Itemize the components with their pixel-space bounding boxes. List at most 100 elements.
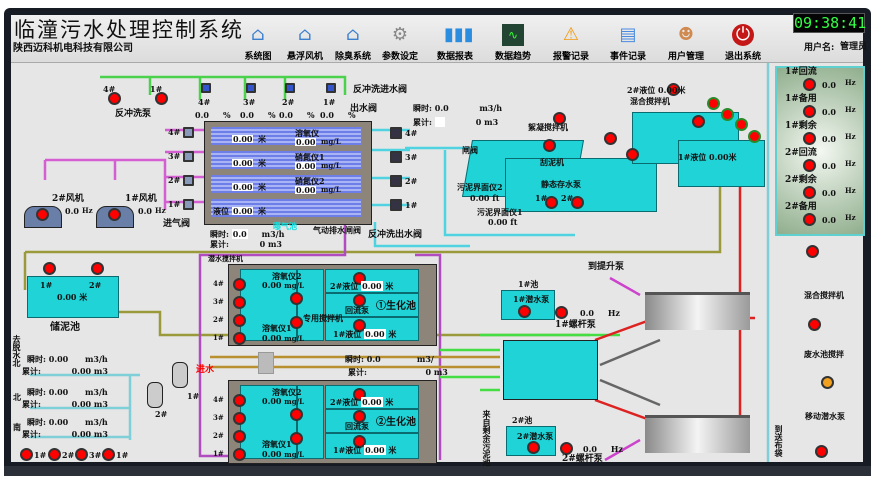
submersible-mixer[interactable] xyxy=(233,332,246,345)
toolbar-system-diagram[interactable]: ⌂系统图 xyxy=(233,24,283,62)
backwash-valve-icon[interactable] xyxy=(285,83,295,93)
backwash-valve-icon[interactable] xyxy=(246,83,256,93)
storage-mixer-2[interactable] xyxy=(91,262,104,275)
submersible-mixer[interactable] xyxy=(233,296,246,309)
value: 0.0 xyxy=(583,444,597,454)
trend-monitor-icon: ∿ xyxy=(502,24,524,46)
out-valve-icon[interactable] xyxy=(390,199,402,211)
pump-motor[interactable] xyxy=(353,435,366,448)
blower-motor[interactable] xyxy=(36,208,49,221)
blower-unit: Hz xyxy=(82,206,93,215)
toolbar-params[interactable]: ⚙参数设定 xyxy=(375,24,425,62)
sludge-storage-tank xyxy=(27,276,119,318)
backwash-pump-4[interactable] xyxy=(108,92,121,105)
toolbar-users[interactable]: ☻用户管理 xyxy=(661,24,711,62)
blower-motor[interactable] xyxy=(803,213,816,226)
toolbar-label: 事件记录 xyxy=(609,52,646,62)
pump-motor[interactable] xyxy=(290,316,303,329)
screw-pump-1[interactable] xyxy=(555,306,568,319)
submersible-mixer[interactable] xyxy=(233,394,246,407)
out-valve-icon[interactable] xyxy=(390,175,402,187)
backwash-pump-1[interactable] xyxy=(155,92,168,105)
dewater-pump[interactable] xyxy=(48,448,61,461)
valve-unit: % xyxy=(268,110,276,120)
air-valve-num: 4# xyxy=(168,127,181,137)
toolbar-alarms[interactable]: ⚠报警记录 xyxy=(546,24,596,62)
submersible-mixer[interactable] xyxy=(233,412,246,425)
mix-pump-1[interactable] xyxy=(748,130,761,143)
pump-motor[interactable] xyxy=(353,294,366,307)
submersible-mixer[interactable] xyxy=(233,278,246,291)
mix-pump-2[interactable] xyxy=(735,118,748,131)
static-pump-2[interactable] xyxy=(571,196,584,209)
toolbar-deodor[interactable]: ⌂除臭系统 xyxy=(328,24,378,62)
toolbar-label: 报警记录 xyxy=(552,52,589,62)
to-lift-label: 到提升泵 xyxy=(588,262,625,272)
flocc-mixer-3[interactable] xyxy=(553,112,566,125)
pump-num: 1# xyxy=(150,84,163,94)
dewater-label: 去脱水北 xyxy=(12,335,22,367)
sub-pump-1[interactable] xyxy=(518,305,531,318)
flocc-mixer-4[interactable] xyxy=(543,139,556,152)
mixer-num: 4# xyxy=(213,279,224,288)
mix-pump-3[interactable] xyxy=(721,108,734,121)
submersible-mixer[interactable] xyxy=(233,448,246,461)
toolbar-report[interactable]: ▮▮▮数据报表 xyxy=(430,24,480,62)
static-pump-1[interactable] xyxy=(545,196,558,209)
dewater-pump[interactable] xyxy=(75,448,88,461)
air-valve-icon[interactable] xyxy=(183,151,194,162)
pump-motor[interactable] xyxy=(353,410,366,423)
value: 0.00 xyxy=(48,354,69,364)
blower-motor[interactable] xyxy=(108,208,121,221)
blower-motor[interactable] xyxy=(803,159,816,172)
pump-motor[interactable] xyxy=(290,292,303,305)
pump-motor[interactable] xyxy=(290,432,303,445)
air-valve-icon[interactable] xyxy=(183,175,194,186)
backwash-valve-icon[interactable] xyxy=(326,83,336,93)
do2-name: 溶氧仪2 xyxy=(272,387,302,397)
screw-pump-2[interactable] xyxy=(560,442,573,455)
blower-motor[interactable] xyxy=(803,186,816,199)
blower-motor[interactable] xyxy=(803,132,816,145)
label: 瞬时: xyxy=(27,387,46,397)
tank-num: 2# xyxy=(155,409,168,419)
air-valve-icon[interactable] xyxy=(183,199,194,210)
dosing-tank-2 xyxy=(147,382,163,408)
pump-motor[interactable] xyxy=(353,319,366,332)
value: 0.00 xyxy=(364,329,386,339)
toolbar-trend[interactable]: ∿数据趋势 xyxy=(488,24,538,62)
backwash-valve-icon[interactable] xyxy=(201,83,211,93)
flocc-mixer-1[interactable] xyxy=(626,148,639,161)
blower-motor[interactable] xyxy=(803,105,816,118)
blower-motor[interactable] xyxy=(803,78,816,91)
pump-num: 1# xyxy=(116,450,129,460)
blower-freq: 0.0 xyxy=(65,206,79,216)
out-flow-total: 累计: 0 m3 xyxy=(413,117,498,127)
air-valve-icon[interactable] xyxy=(183,127,194,138)
mix-mixer[interactable] xyxy=(667,83,680,96)
out-valve-icon[interactable] xyxy=(390,127,402,139)
bio-tank-name: ①生化池 xyxy=(376,301,416,312)
out-valve-num: 4# xyxy=(405,128,418,138)
submersible-mixer[interactable] xyxy=(233,314,246,327)
mix-mixer-2[interactable] xyxy=(692,115,705,128)
storage-mixer-1[interactable] xyxy=(43,262,56,275)
pool-2-label: 2#池 xyxy=(512,415,533,425)
mixer-num: 1# xyxy=(213,333,224,342)
valve-num: 4# xyxy=(198,97,211,107)
pump-motor[interactable] xyxy=(290,408,303,421)
mix-pump-4[interactable] xyxy=(707,97,720,110)
instrument-name: 硝氮仪1 xyxy=(295,152,325,162)
submersible-mixer[interactable] xyxy=(233,430,246,443)
out-valve-icon[interactable] xyxy=(390,151,402,163)
toolbar-exit[interactable]: ⏻退出系统 xyxy=(718,24,768,62)
toolbar-events[interactable]: ▤事件记录 xyxy=(603,24,653,62)
dewater-pump[interactable] xyxy=(20,448,33,461)
flocc-mixer-2[interactable] xyxy=(604,132,617,145)
toolbar-blowers[interactable]: ⌂悬浮风机 xyxy=(280,24,330,62)
sub-pump-2[interactable] xyxy=(527,441,540,454)
user-name: 管理员 xyxy=(840,42,868,52)
value: 0.00 xyxy=(262,449,282,459)
dewater-pump[interactable] xyxy=(102,448,115,461)
